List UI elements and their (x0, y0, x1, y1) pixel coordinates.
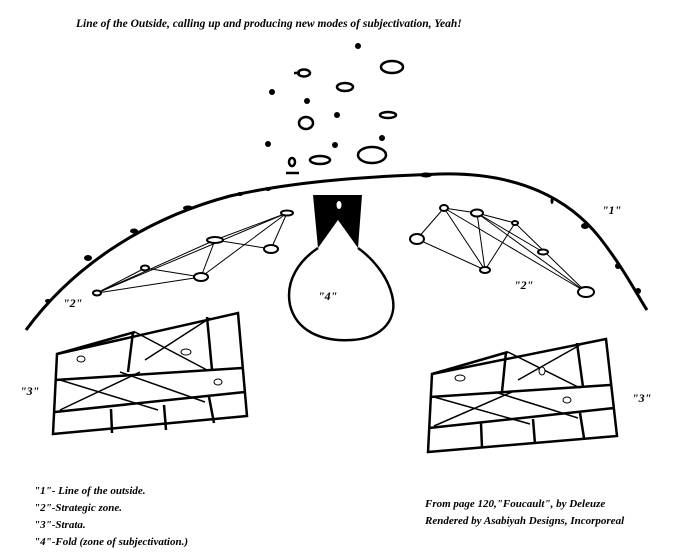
legend-item-fold: "4"-Fold (zone of subjectivation.) (34, 536, 188, 548)
credit: From page 120,"Foucault", by Deleuze Ren… (425, 499, 624, 533)
strata-right-crossings (433, 344, 581, 427)
label-line-of-outside: "1" (602, 203, 622, 217)
fold-wedge-hole (336, 201, 342, 209)
outside-particles (286, 59, 405, 175)
outside-dots (265, 43, 385, 148)
legend-item-strategic-zone: "2"-Strategic zone. (34, 502, 122, 514)
fold-loop (287, 246, 395, 342)
legend: "1"- Line of the outside. "2"-Strategic … (34, 486, 188, 554)
outside-line-marks (45, 172, 641, 303)
strategic-zone-left-nodes (92, 209, 294, 297)
label-strategic-zone-left: "2" (63, 296, 83, 310)
label-fold: "4" (318, 289, 338, 303)
credit-renderer: Rendered by Asabiyah Designs, Incorporea… (425, 515, 625, 527)
legend-item-line-of-outside: "1"- Line of the outside. (34, 485, 146, 497)
strata-left (51, 311, 249, 436)
strata-right (426, 337, 619, 454)
strata-left-marks (76, 348, 223, 386)
diagram-title: Line of the Outside, calling up and prod… (76, 18, 462, 30)
strata-left-crossings (59, 317, 211, 411)
line-of-the-outside (24, 172, 649, 331)
strategic-zone-right (416, 207, 587, 293)
legend-item-strata: "3"-Strata. (34, 519, 86, 531)
label-strategic-zone-right: "2" (514, 278, 534, 292)
label-strata-left: "3" (20, 384, 40, 398)
strategic-zone-left (96, 212, 288, 294)
label-strata-right: "3" (632, 391, 652, 405)
credit-source: From page 120,"Foucault", by Deleuze (425, 498, 606, 510)
strategic-zone-right-nodes (409, 204, 595, 298)
strata-right-marks (454, 366, 572, 404)
fold-wedge (313, 195, 362, 248)
